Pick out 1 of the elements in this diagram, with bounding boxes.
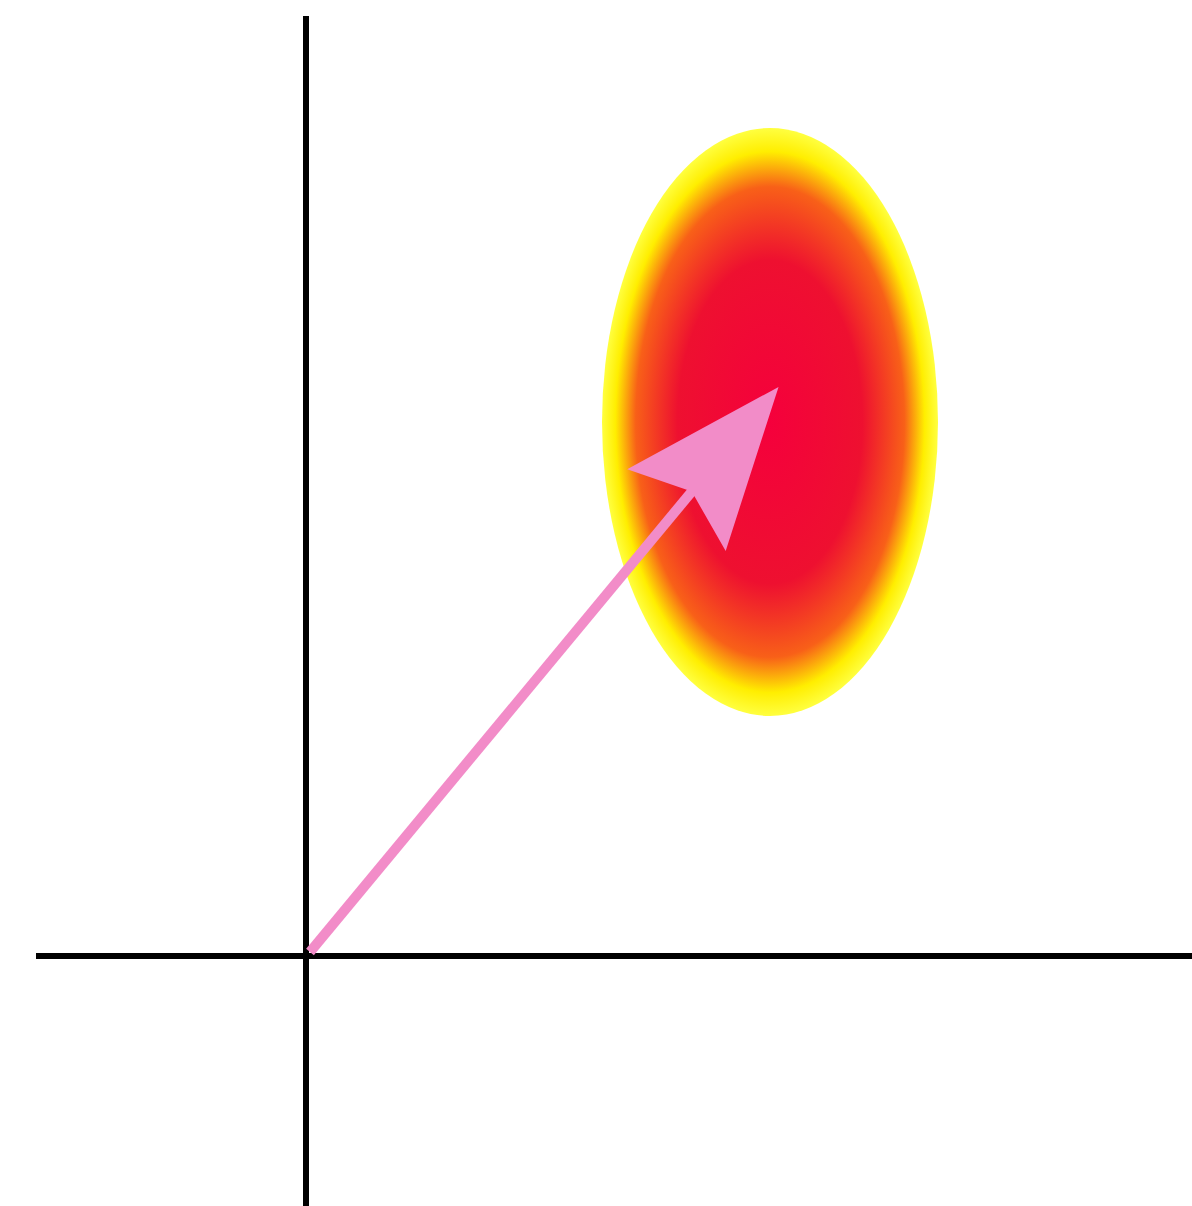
blob — [602, 128, 938, 716]
